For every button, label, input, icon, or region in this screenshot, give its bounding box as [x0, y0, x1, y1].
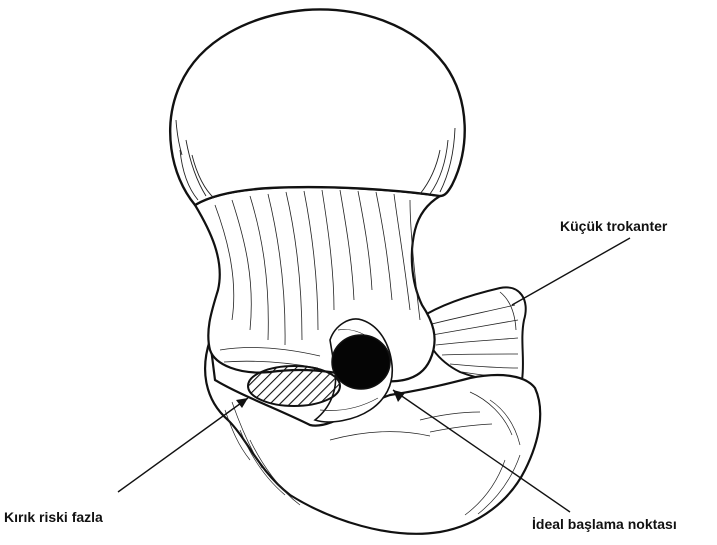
ideal-entry-point — [332, 335, 390, 389]
femoral-neck — [195, 187, 440, 381]
label-ideal-start: İdeal başlama noktası — [532, 517, 677, 531]
lesser-trochanter — [420, 287, 526, 381]
leader-fracture-risk — [118, 398, 248, 492]
femoral-head — [170, 9, 464, 205]
label-lesser-trochanter: Küçük trokanter — [560, 219, 667, 233]
label-fracture-risk: Kırık riski fazla — [4, 510, 103, 524]
fracture-risk-zone — [248, 366, 340, 406]
leader-lesser-trochanter — [512, 238, 630, 305]
